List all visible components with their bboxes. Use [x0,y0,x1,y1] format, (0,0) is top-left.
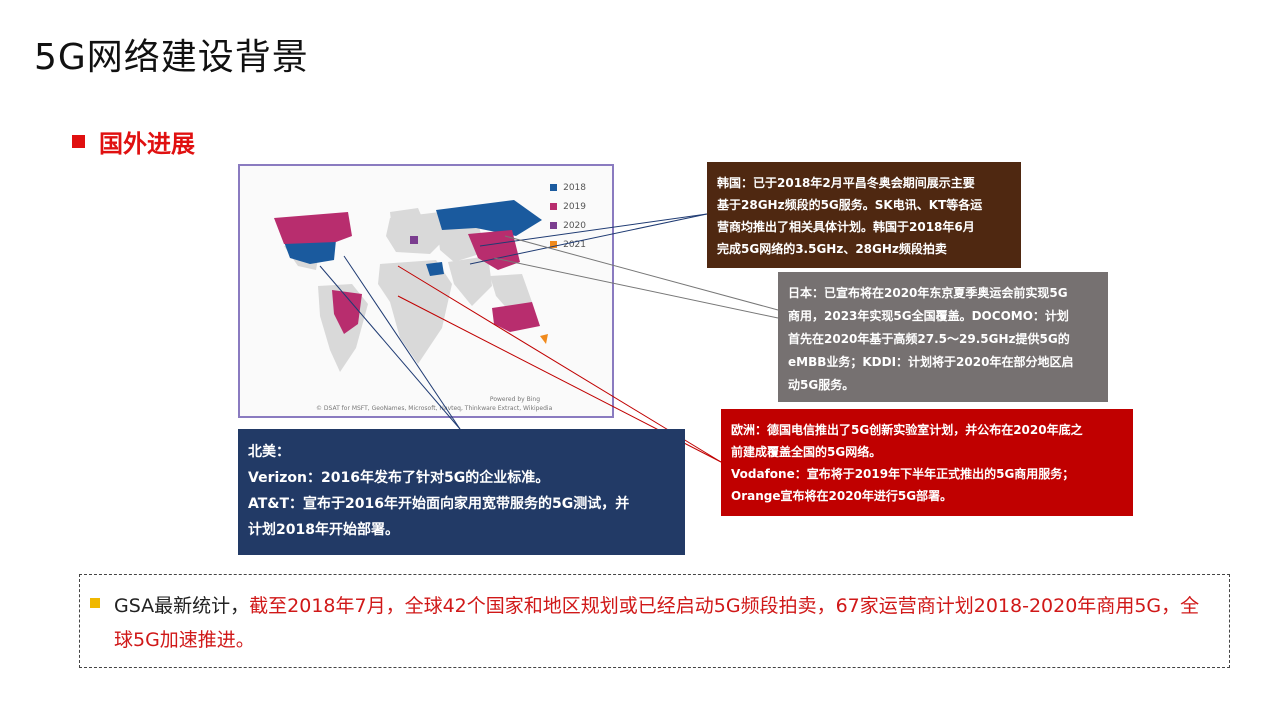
land-africa [378,260,452,364]
stat-prefix: GSA最新统计， [114,595,250,617]
square-bullet-icon [90,598,100,608]
legend-swatch [550,203,558,210]
europe-callout: 欧洲：德国电信推出了5G创新实验室计划，并公布在2020年底之 前建成覆盖全国的… [721,409,1133,516]
powered-by-label: Powered by Bing [489,396,540,403]
japan-callout: 日本：已宣布将在2020年东京夏季奥运会前实现5G 商用，2023年实现5G全国… [778,272,1108,402]
legend-label: 2019 [563,201,586,212]
callout-line: Verizon：2016年发布了针对5G的企业标准。 [248,470,550,486]
country-canada [274,212,352,244]
square-bullet-icon [72,135,85,148]
korea-callout: 韩国：已于2018年2月平昌冬奥会期间展示主要 基于28GHz频段的5G服务。S… [707,162,1021,268]
callout-line: 完成5G网络的3.5GHz、28GHz频段拍卖 [717,242,947,256]
country-australia [492,302,540,332]
legend-item-2019: 2019 [550,197,586,216]
callout-line: 营商均推出了相关具体计划。韩国于2018年6月 [717,220,975,234]
callout-line: 商用，2023年实现5G全国覆盖。DOCOMO：计划 [788,309,1069,323]
callout-line: eMBB业务；KDDI：计划将于2020年在部分地区启 [788,355,1074,369]
legend-label: 2021 [563,239,586,250]
section-heading: 国外进展 [72,124,195,159]
legend-item-2018: 2018 [550,178,586,197]
legend-swatch [550,184,558,191]
world-map: 2018 2019 2020 2021 Powered by Bing © DS… [238,164,614,418]
country-2020-region [410,236,418,244]
callout-line: Vodafone：宣布将于2019年下半年正式推出的5G商用服务； [731,467,1075,481]
callout-line: 前建成覆盖全国的5G网络。 [731,445,882,459]
callout-line: 韩国：已于2018年2月平昌冬奥会期间展示主要 [717,176,975,190]
north-america-callout: 北美： Verizon：2016年发布了针对5G的企业标准。 AT&T：宣布于2… [238,429,685,555]
callout-line: 北美： [248,444,290,460]
callout-line: 首先在2020年基于高频27.5～29.5GHz提供5G的 [788,332,1070,346]
callout-line: Orange宣布将在2020年进行5G部署。 [731,489,953,503]
legend-label: 2020 [563,220,586,231]
map-legend: 2018 2019 2020 2021 [550,178,586,254]
page-title: 5G网络建设背景 [34,37,309,78]
stat-highlight: 截至2018年7月，全球42个国家和地区规划或已经启动5G频段拍卖，67家运营商… [114,595,1200,651]
country-usa [284,240,336,264]
land-new-zealand [540,334,548,344]
map-credit: © DSAT for MSFT, GeoNames, Microsoft, Na… [316,405,553,412]
gsa-statistics-text: GSA最新统计，截至2018年7月，全球42个国家和地区规划或已经启动5G频段拍… [114,589,1214,657]
callout-line: 欧洲：德国电信推出了5G创新实验室计划，并公布在2020年底之 [731,423,1083,437]
callout-line: 基于28GHz频段的5G服务。SK电讯、KT等各运 [717,198,983,212]
legend-item-2021: 2021 [550,235,586,254]
land-south-asia [448,256,492,306]
callout-line: 动5G服务。 [788,378,855,392]
legend-label: 2018 [563,182,586,193]
legend-swatch [550,222,558,229]
callout-line: AT&T：宣布于2016年开始面向家用宽带服务的5G测试，并 [248,496,630,512]
callout-line: 日本：已宣布将在2020年东京夏季奥运会前实现5G [788,286,1068,300]
legend-item-2020: 2020 [550,216,586,235]
gsa-statistics-box: GSA最新统计，截至2018年7月，全球42个国家和地区规划或已经启动5G频段拍… [79,574,1230,668]
legend-swatch [550,241,558,248]
section-title: 国外进展 [99,130,195,158]
land-europe [386,212,446,254]
callout-line: 计划2018年开始部署。 [248,522,399,538]
